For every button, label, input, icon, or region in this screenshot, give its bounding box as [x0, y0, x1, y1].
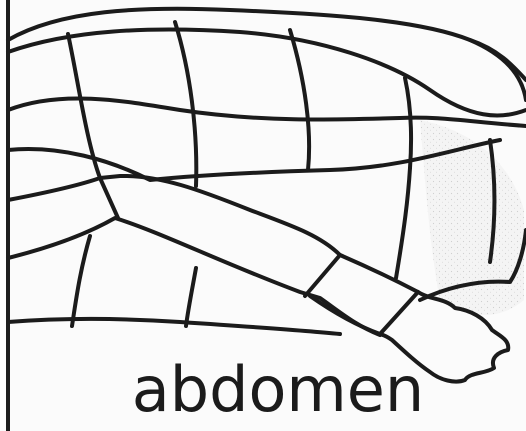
- abdomen-inner-top: [8, 29, 526, 115]
- segment-divider-2: [175, 22, 196, 186]
- abdomen-lower-band: [8, 319, 340, 334]
- appendage-distal-top: [340, 255, 418, 292]
- lower-divider-3: [396, 168, 410, 278]
- abdomen-outer-top: [8, 9, 526, 100]
- appendage-claw-joint: [380, 292, 418, 334]
- appendage-joint-2: [305, 255, 340, 296]
- lower-divider-1: [72, 236, 90, 326]
- segment-divider-4: [405, 78, 411, 168]
- appendage-joint-1: [100, 178, 118, 218]
- segment-divider-3: [290, 30, 309, 170]
- abdomen-caption: abdomen: [0, 352, 526, 428]
- lower-divider-2: [186, 268, 196, 326]
